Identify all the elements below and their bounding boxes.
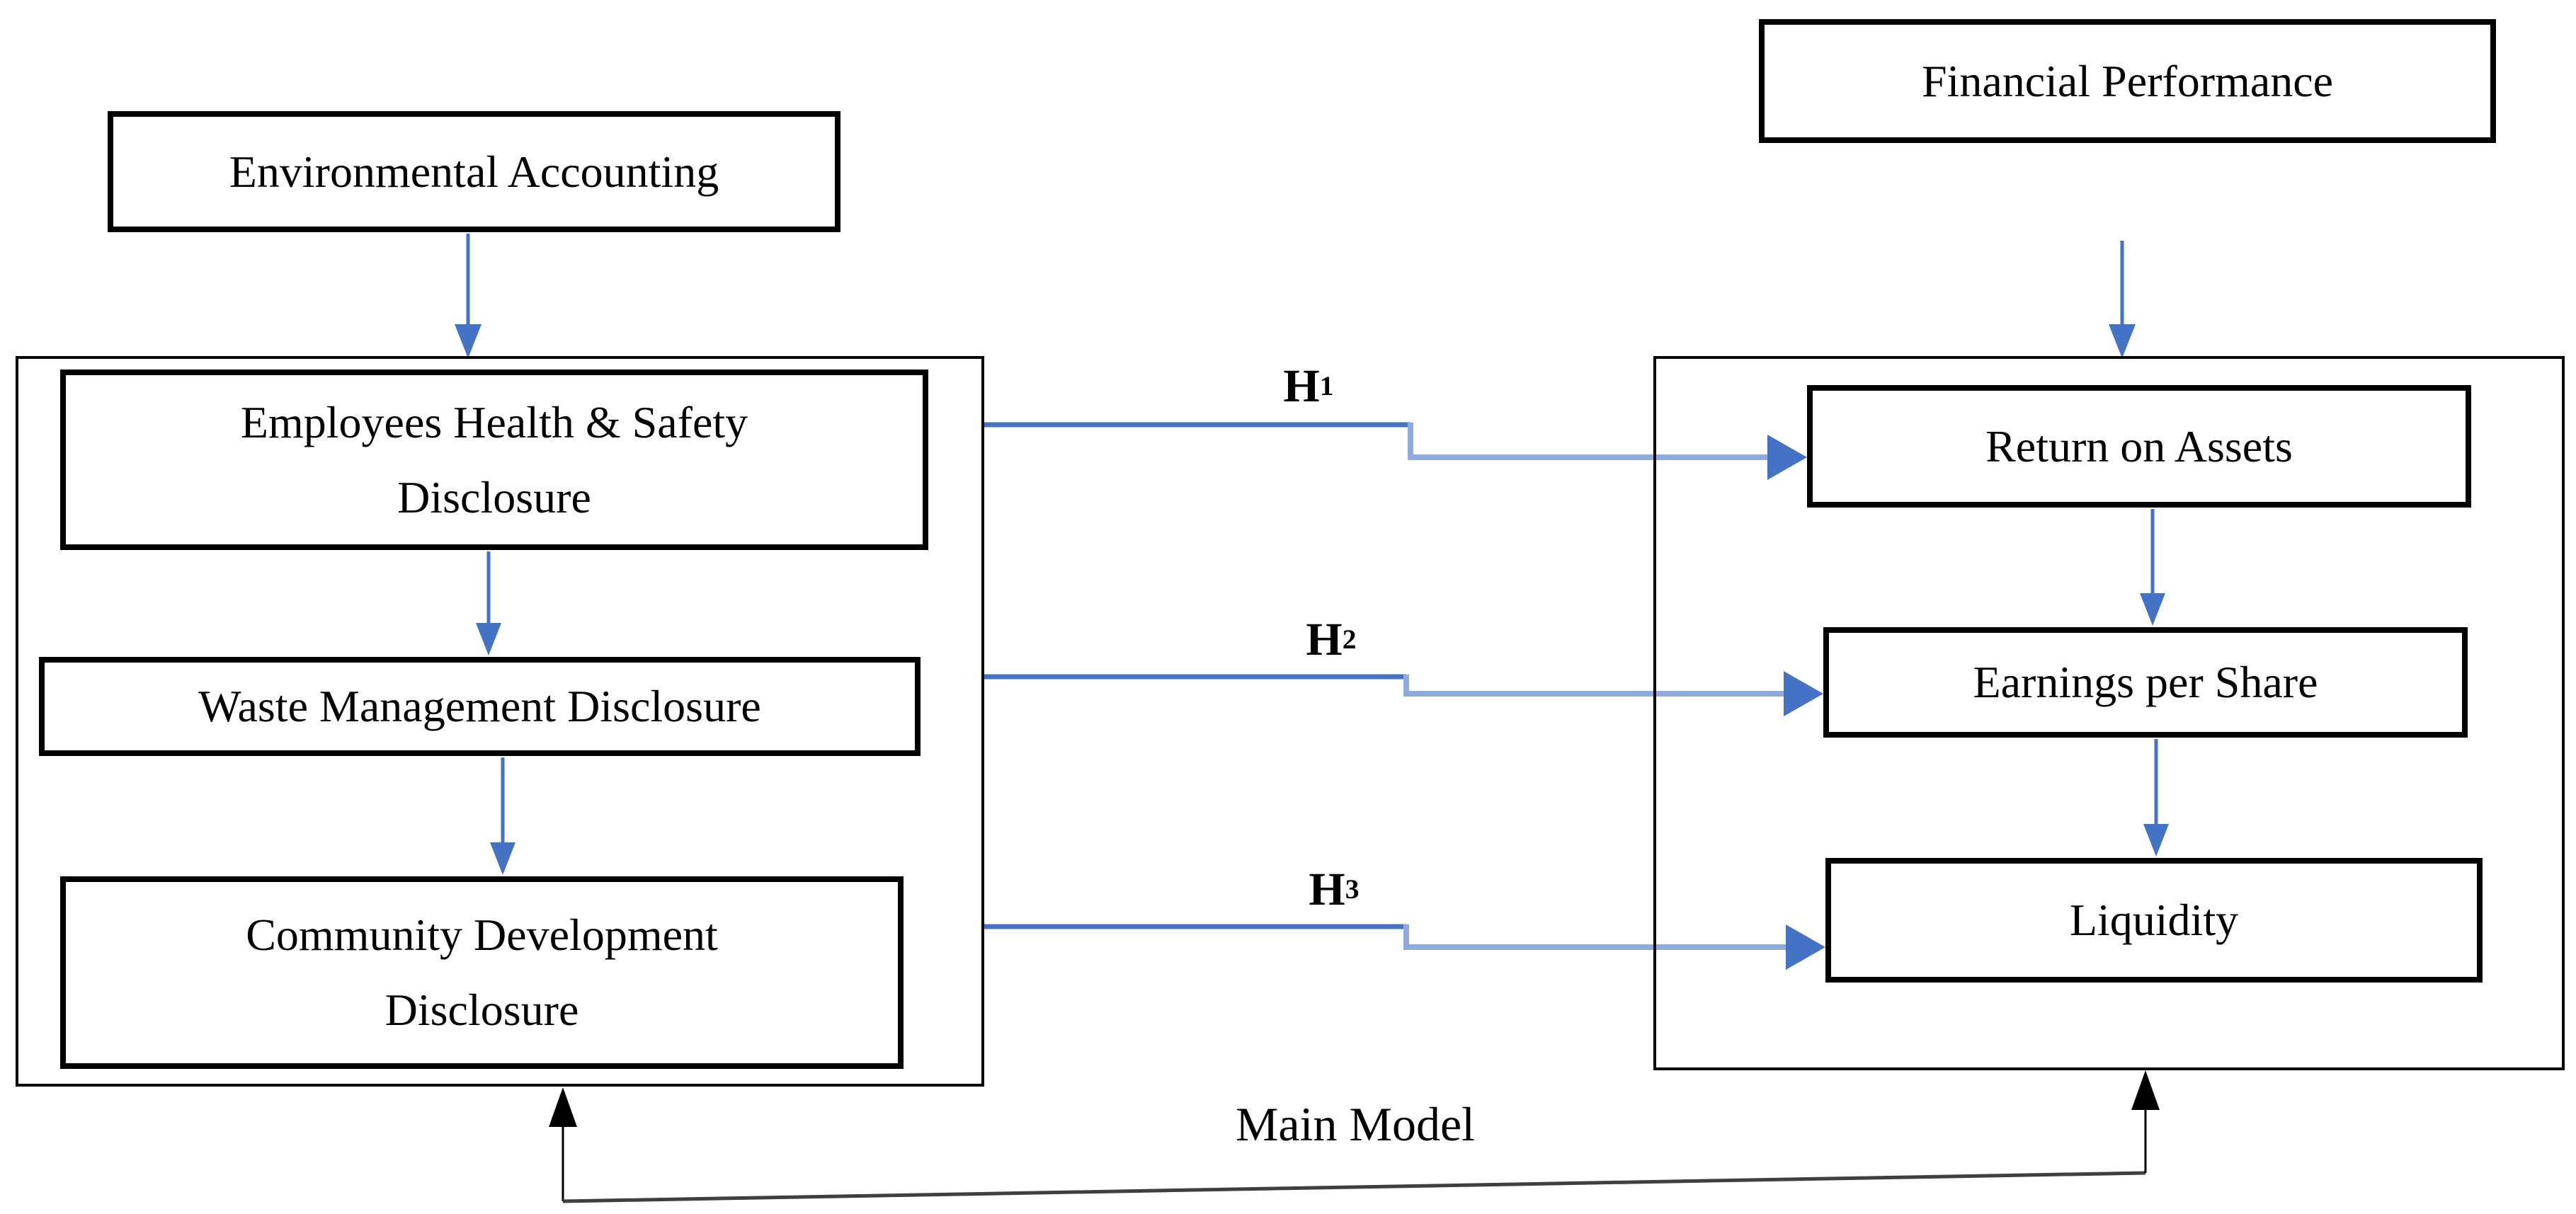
- header-box-financial-performance: Financial Performance: [1759, 19, 2496, 143]
- h2-base: H: [1306, 613, 1343, 665]
- community-development-line2: Disclosure: [384, 985, 579, 1035]
- connector-h2: [984, 671, 1823, 716]
- liquidity-label: Liquidity: [2069, 895, 2239, 946]
- h1-base: H: [1283, 360, 1320, 412]
- arrow-employees-to-waste: [476, 551, 501, 655]
- financial-performance-label: Financial Performance: [1921, 55, 2334, 106]
- arrow-roa-to-eps: [2140, 509, 2165, 626]
- arrow-financial-to-metrics: [2109, 241, 2136, 358]
- arrow-environmental-to-disclosures: [455, 234, 481, 358]
- container-disclosures: [16, 356, 984, 1087]
- arrow-waste-to-community: [490, 757, 515, 875]
- community-development-line1: Community Development: [246, 910, 718, 961]
- connector-h1: [984, 422, 1807, 480]
- h1-subscript: 1: [1319, 370, 1334, 401]
- box-waste-management-disclosure: Waste Management Disclosure: [39, 657, 921, 756]
- earnings-per-share-label: Earnings per Share: [1973, 657, 2318, 708]
- h3-subscript: 3: [1345, 873, 1360, 905]
- employees-health-safety-line1: Employees Health & Safety: [240, 396, 748, 447]
- connector-h3: [984, 924, 1825, 970]
- connector-main-model: [549, 1070, 2160, 1203]
- box-community-development-disclosure: Community Development Disclosure: [60, 876, 904, 1069]
- h3-base: H: [1309, 863, 1345, 915]
- label-main-model: Main Model: [1178, 1092, 1532, 1156]
- header-box-environmental-accounting: Environmental Accounting: [108, 111, 840, 232]
- box-return-on-assets: Return on Assets: [1807, 385, 2471, 508]
- waste-management-label: Waste Management Disclosure: [198, 681, 761, 732]
- employees-health-safety-line2: Disclosure: [397, 471, 591, 522]
- return-on-assets-label: Return on Assets: [1985, 420, 2293, 471]
- container-financial-metrics: [1653, 356, 2565, 1070]
- environmental-accounting-label: Environmental Accounting: [229, 146, 719, 197]
- arrow-eps-to-liquidity: [2143, 739, 2169, 857]
- main-model-text: Main Model: [1235, 1096, 1476, 1151]
- box-earnings-per-share: Earnings per Share: [1823, 627, 2468, 738]
- box-liquidity: Liquidity: [1825, 858, 2483, 983]
- box-employees-health-safety-disclosure: Employees Health & Safety Disclosure: [60, 370, 928, 550]
- h2-subscript: 2: [1342, 623, 1357, 655]
